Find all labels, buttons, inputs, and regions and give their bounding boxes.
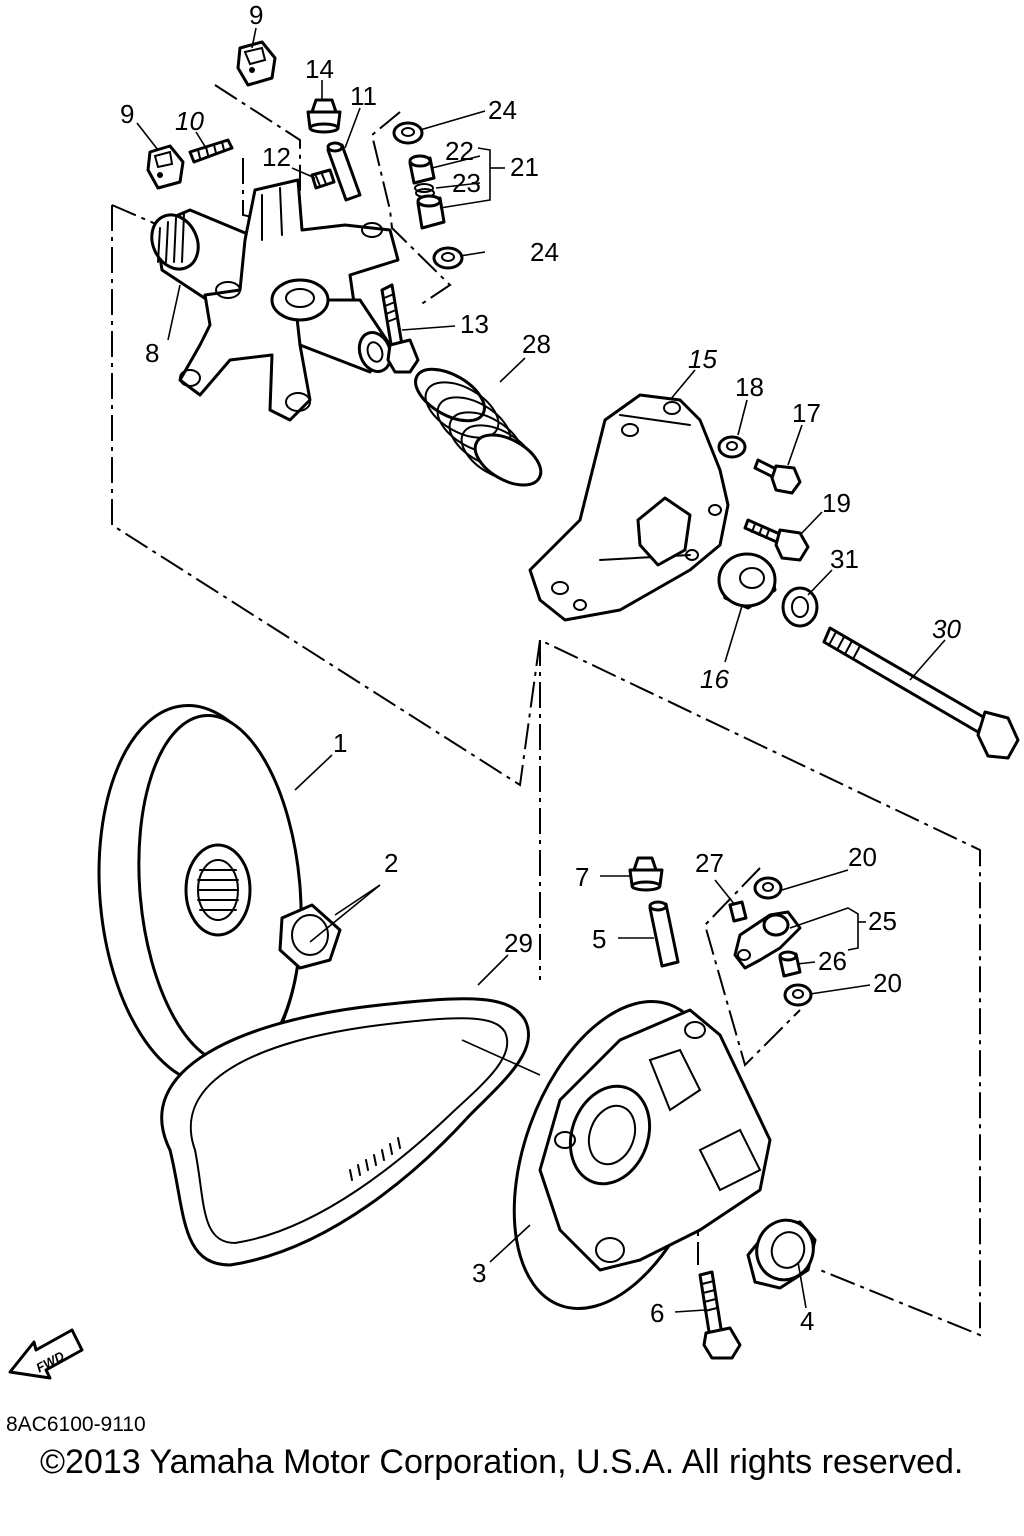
part-28-spring [414, 367, 543, 487]
label-part-17: 17 [792, 398, 821, 428]
part-8-spider-hub [150, 178, 400, 422]
label-part-15: 15 [688, 344, 717, 374]
label-part-4: 4 [800, 1306, 814, 1336]
part-27-pin [728, 900, 748, 923]
label-part-22: 22 [445, 136, 474, 166]
leader-lines [136, 27, 946, 1313]
label-part-18: 18 [735, 372, 764, 402]
label-part-23: 23 [452, 168, 481, 198]
label-part-28: 28 [522, 329, 551, 359]
label-part-6: 6 [650, 1298, 664, 1328]
part-29-drive-belt [160, 997, 531, 1267]
label-part-13: 13 [460, 309, 489, 339]
part-20-washer-bottom [783, 983, 813, 1007]
part-12-spring [310, 168, 336, 190]
label-part-10: 10 [175, 106, 204, 136]
part-22-bushing [408, 154, 436, 185]
part-18-washer [717, 435, 747, 459]
diagram-code: 8AC6100-9110 [6, 1413, 146, 1436]
part-3-movable-sheave [512, 1000, 772, 1310]
label-part-5: 5 [592, 924, 606, 954]
part-25-weight-arm [733, 910, 802, 970]
part-14-nut [306, 98, 342, 134]
label-part-12: 12 [262, 142, 291, 172]
label-part-24-bottom: 24 [530, 237, 559, 267]
label-part-20-bottom: 20 [873, 968, 902, 998]
label-part-16: 16 [700, 664, 729, 694]
part-5-pin [648, 900, 680, 968]
label-part-11: 11 [350, 81, 377, 111]
label-part-9-left: 9 [120, 99, 134, 129]
label-part-29: 29 [504, 928, 533, 958]
part-4-bushing [746, 1218, 817, 1290]
label-part-31: 31 [830, 544, 859, 574]
label-part-19: 19 [822, 488, 851, 518]
part-30-long-bolt [822, 626, 1020, 760]
label-part-9-top: 9 [249, 0, 263, 30]
copyright-notice: ©2013 Yamaha Motor Corporation, U.S.A. A… [40, 1443, 964, 1481]
label-part-14: 14 [305, 54, 334, 84]
part-6-bolt [698, 1270, 742, 1360]
part-24-washer-bottom [432, 246, 464, 270]
label-part-27: 27 [695, 848, 724, 878]
label-part-7: 7 [575, 862, 589, 892]
part-24-washer-top [392, 121, 424, 145]
part-26-bushing [778, 950, 802, 978]
part-19-bolt [743, 518, 810, 562]
part-10-pin [188, 138, 234, 164]
label-part-30: 30 [932, 614, 961, 644]
label-part-20-top: 20 [848, 842, 877, 872]
label-part-3: 3 [472, 1258, 486, 1288]
part-1-fixed-sheave [97, 704, 303, 1086]
part-number-labels: 9 9 10 14 11 12 24 22 23 21 24 13 8 28 1… [120, 0, 961, 1336]
part-11-pin [326, 141, 362, 202]
label-part-1: 1 [333, 728, 347, 758]
part-17-bolt [753, 458, 802, 495]
label-part-2: 2 [384, 848, 398, 878]
part-9-clip-left [146, 144, 185, 190]
part-16-roller [717, 552, 777, 610]
part-20-washer-top [753, 876, 783, 900]
part-9-clip-top [236, 40, 277, 87]
part-21-collar [416, 194, 446, 230]
part-7-nut [628, 856, 664, 892]
label-part-21: 21 [510, 152, 539, 182]
part-31-ring [781, 586, 819, 628]
part-15-cover-plate [528, 393, 730, 622]
label-part-26: 26 [818, 946, 847, 976]
part-2-bushing [278, 903, 342, 970]
forward-direction-arrow: FWD [8, 1328, 84, 1380]
label-part-8: 8 [145, 338, 159, 368]
part-13-bolt [380, 283, 420, 374]
label-part-24-top: 24 [488, 95, 517, 125]
label-part-25: 25 [868, 906, 897, 936]
